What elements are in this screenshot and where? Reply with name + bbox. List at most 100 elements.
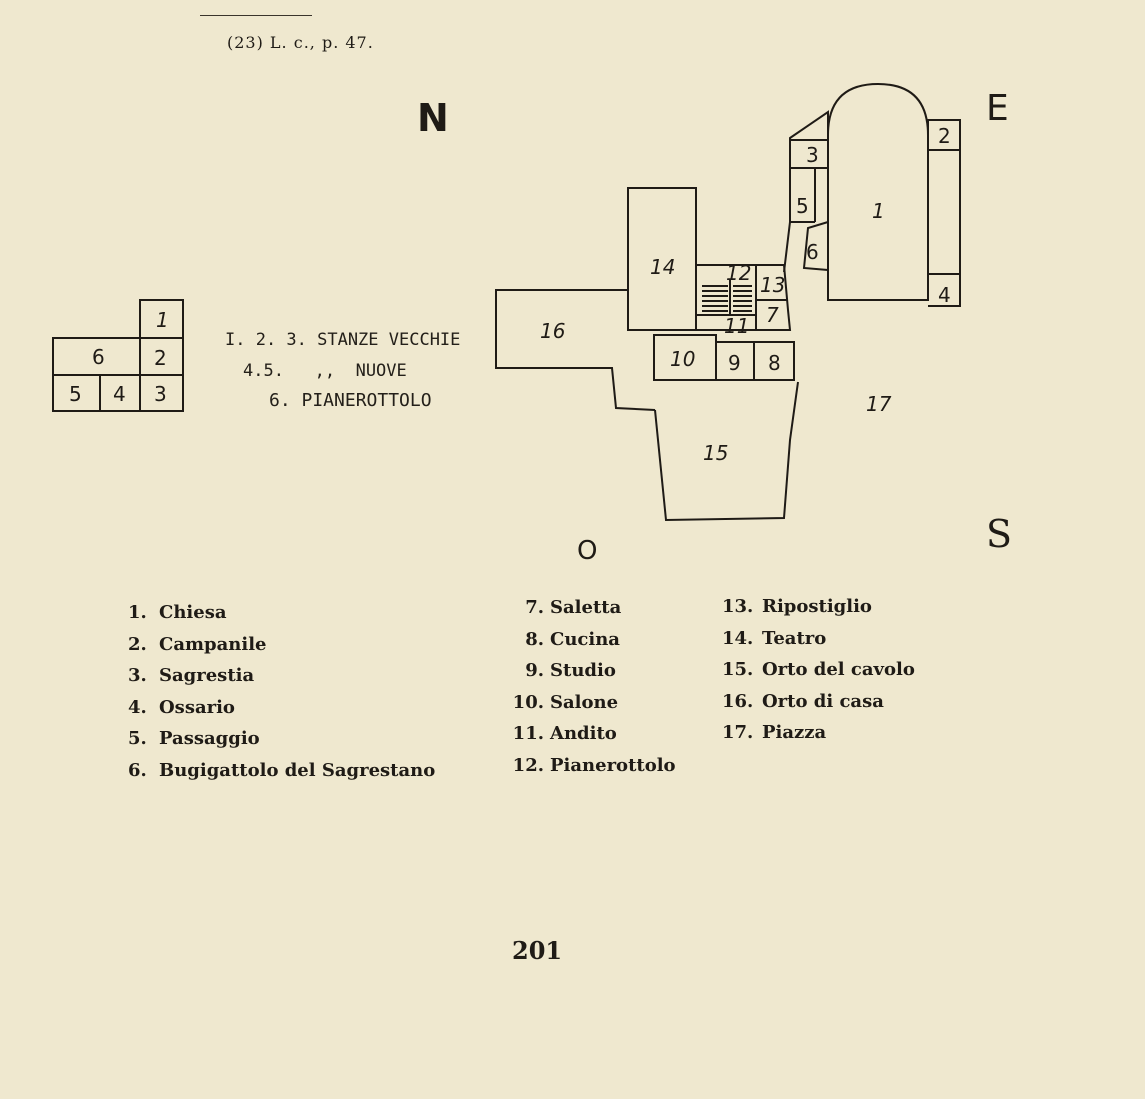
room-14-teatro <box>627 187 697 331</box>
legend-number: 12. <box>512 754 544 776</box>
legend-item: 15.Orto del cavolo <box>722 654 915 686</box>
legend-name: Salone <box>550 691 619 713</box>
small-plan-caption-line2: 4.5. ,, NUOVE <box>243 361 407 381</box>
plan-label: 5 <box>796 194 809 218</box>
plan-label: 10 <box>670 347 695 371</box>
footnote: (23) L. c., p. 47. <box>227 33 374 52</box>
legend-item: 8. Cucina <box>498 624 676 656</box>
legend-name: Cucina <box>550 628 620 650</box>
plan-label: 11 <box>724 314 749 338</box>
legend-number: 2. <box>128 633 147 655</box>
legend-number: 15. <box>722 659 754 680</box>
legend-number: 4. <box>128 696 147 718</box>
legend-name: Campanile <box>159 633 267 655</box>
legend-name: Orto di casa <box>762 690 884 712</box>
legend-item: 11. Andito <box>498 718 676 750</box>
legend-item: 17. Piazza <box>722 717 915 749</box>
plan-label: 8 <box>768 351 781 375</box>
room-15-orto-del-cavolo <box>654 381 799 522</box>
plan-label: 15 <box>703 441 728 465</box>
footnote-rule <box>200 15 312 16</box>
legend-name: Piazza <box>762 722 827 743</box>
legend-item: 4. Ossario <box>128 692 435 724</box>
small-plan-caption-line3: 6. PIANEROTTOLO <box>269 390 432 411</box>
room-11-andito <box>696 264 792 331</box>
legend-name: Studio <box>550 660 616 681</box>
legend-item: 10. Salone <box>498 687 676 719</box>
plan-label: 14 <box>650 255 675 279</box>
legend-column-3: 13.Ripostiglio 14. Teatro 15.Orto del cav… <box>722 591 915 749</box>
plan-label: 13 <box>760 273 785 297</box>
plan-label: 12 <box>726 261 751 285</box>
legend-item: 3. Sagrestia <box>128 660 435 692</box>
legend-item: 16. Orto di casa <box>722 686 915 718</box>
legend-item: 9. Studio <box>498 655 676 687</box>
legend-name: Ripostiglio <box>762 596 872 617</box>
small-plan-bottom-row <box>52 374 184 412</box>
legend-name: Bugigattolo del Sagrestano <box>159 759 436 781</box>
small-plan-label: 2 <box>154 346 167 370</box>
legend-item: 13.Ripostiglio <box>722 591 915 623</box>
plan-label: 6 <box>806 240 819 264</box>
plan-label: 16 <box>540 319 565 343</box>
legend-item: 12. Pianerottolo <box>498 750 676 782</box>
legend-number: 6. <box>128 759 147 781</box>
legend-column-2: 7. Saletta 8. Cucina 9. Studio 10. Salone 11… <box>498 592 676 781</box>
small-plan: 1 2 3 4 5 6 <box>52 299 184 412</box>
room-1-chiesa <box>827 82 929 301</box>
legend-number: 16. <box>722 690 754 712</box>
legend-name: Teatro <box>762 627 827 649</box>
small-plan-label: 1 <box>156 308 169 332</box>
legend-number: 8. <box>525 628 544 650</box>
legend-item: 1. Chiesa <box>128 597 435 629</box>
small-plan-caption-line1: I. 2. 3. STANZE VECCHIE <box>225 330 461 350</box>
legend-number: 5. <box>128 728 147 749</box>
plan-label: 4 <box>938 283 951 307</box>
room-6-bugigattolo <box>802 221 829 271</box>
legend-name: Pianerottolo <box>550 754 676 776</box>
legend-number: 3. <box>128 665 147 686</box>
legend-number: 9. <box>525 660 544 681</box>
small-plan-label: 5 <box>69 382 82 406</box>
legend-name: Ossario <box>159 696 235 718</box>
legend-name: Andito <box>550 723 617 744</box>
room-16-orto-di-casa <box>495 289 656 411</box>
plan-label: 17 <box>866 392 892 416</box>
legend-item: 6. Bugigattolo del Sagrestano <box>128 755 435 787</box>
legend-number: 14. <box>722 627 754 649</box>
small-plan-label: 4 <box>113 382 126 406</box>
small-plan-room-6 <box>52 337 184 376</box>
stair-hatching <box>702 280 752 314</box>
room-4-ossario <box>928 149 961 307</box>
legend-column-1: 1. Chiesa 2. Campanile 3. Sagrestia 4. Ossar… <box>128 597 435 786</box>
small-plan-label: 6 <box>92 345 105 369</box>
legend-number: 1. <box>128 602 147 623</box>
compass-east: E <box>986 88 1009 129</box>
legend-name: Passaggio <box>159 728 260 749</box>
plan-label: 9 <box>728 351 741 375</box>
legend-name: Saletta <box>550 597 622 618</box>
legend-name: Chiesa <box>159 602 227 623</box>
page-number: 201 <box>512 936 563 965</box>
compass-north: N <box>417 96 449 140</box>
legend-item: 5. Passaggio <box>128 723 435 755</box>
plan-label: 1 <box>872 199 885 223</box>
small-plan-label: 3 <box>154 382 167 406</box>
legend-item: 14. Teatro <box>722 623 915 655</box>
legend-number: 17. <box>722 722 754 743</box>
plan-label: 7 <box>766 303 779 327</box>
legend-number: 10. <box>512 691 544 713</box>
main-plan: 1 2 3 4 5 6 7 8 9 10 11 12 13 14 15 16 1… <box>495 82 961 522</box>
legend-number: 7. <box>525 597 544 618</box>
legend-item: 2. Campanile <box>128 629 435 661</box>
legend-name: Sagrestia <box>159 665 255 686</box>
compass-west: O <box>577 536 598 566</box>
plan-label: 3 <box>806 143 819 167</box>
room-8-cucina <box>753 341 795 381</box>
room-3-sagrestia <box>789 110 829 169</box>
legend-item: 7. Saletta <box>498 592 676 624</box>
plan-label: 2 <box>938 124 951 148</box>
compass-south: S <box>986 512 1013 556</box>
legend-number: 11. <box>512 723 544 744</box>
